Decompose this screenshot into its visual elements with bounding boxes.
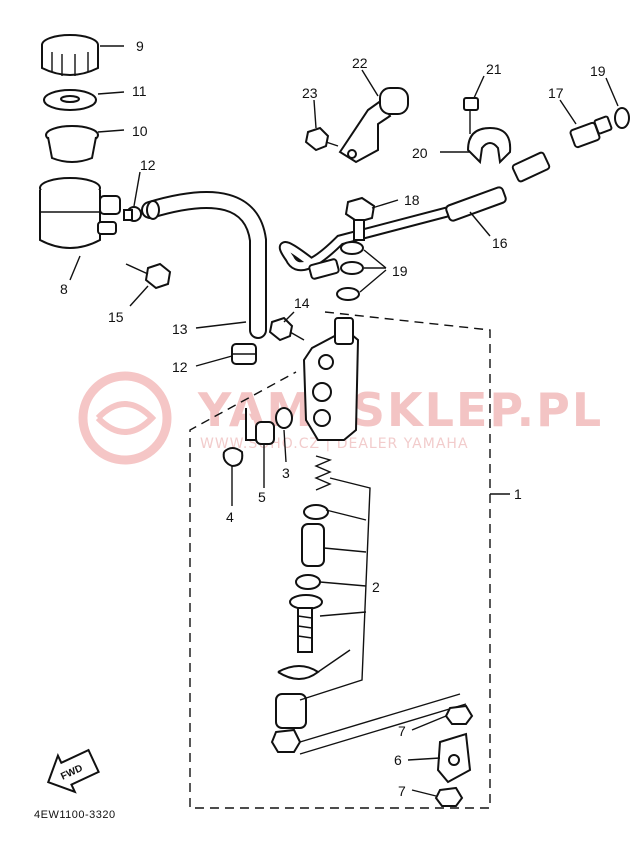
- master-cylinder-1: [302, 317, 360, 441]
- fwd-arrow-icon: FWD: [46, 748, 100, 794]
- callout-3: 3: [282, 465, 290, 481]
- callout-7-top: 7: [398, 723, 406, 739]
- plate-10: [45, 125, 99, 163]
- callout-23: 23: [302, 85, 318, 101]
- assembly-outline: [189, 311, 491, 809]
- nut-7-top: [444, 704, 474, 725]
- callout-22: 22: [352, 55, 368, 71]
- callout-7-bottom: 7: [398, 783, 406, 799]
- callout-19-mid: 19: [392, 263, 408, 279]
- callout-18: 18: [404, 192, 420, 208]
- bolt-21: [463, 97, 479, 134]
- washer-leader: [359, 249, 387, 293]
- clamp-20: [466, 126, 512, 165]
- hose-sleeve: [445, 186, 507, 222]
- circlip-lower: [277, 665, 320, 680]
- clip-12-lower: [231, 343, 257, 365]
- hose-13: [141, 191, 267, 339]
- internal-leader-lines: [299, 477, 467, 755]
- callout-1: 1: [514, 486, 522, 502]
- callout-2: 2: [372, 579, 380, 595]
- bracket-22: [338, 87, 409, 164]
- diagram-code: 4EW1100-3320: [34, 809, 116, 821]
- hose-13-inner: [143, 193, 265, 337]
- hose-end-left: [308, 258, 340, 280]
- callout-12-top: 12: [140, 157, 156, 173]
- hose-end-right: [511, 151, 551, 183]
- bolt-23: [304, 126, 339, 152]
- callout-13: 13: [172, 321, 188, 337]
- brake-hose-16-inner: [280, 202, 474, 274]
- o-ring-3: [275, 407, 293, 429]
- cup-upper: [303, 504, 329, 520]
- callout-15: 15: [108, 309, 124, 325]
- callout-12-lower: 12: [172, 359, 188, 375]
- callout-19-right: 19: [590, 63, 606, 79]
- union-bolt-17: [569, 115, 613, 149]
- callout-17: 17: [548, 85, 564, 101]
- circlip-4: [222, 447, 244, 468]
- nut-7-bottom: [434, 786, 464, 807]
- callout-16: 16: [492, 235, 508, 251]
- washer-19-right: [614, 107, 630, 129]
- piston: [301, 523, 325, 567]
- cup-2: [295, 574, 321, 590]
- callout-14: 14: [294, 295, 310, 311]
- callout-4: 4: [226, 509, 234, 525]
- bolt-15: [125, 262, 172, 290]
- banjo-bolt-18: [344, 196, 376, 241]
- washer-19-b: [340, 261, 364, 275]
- callout-5: 5: [258, 489, 266, 505]
- hose-joint-5: [245, 408, 275, 445]
- callout-8: 8: [60, 281, 68, 297]
- nut-lower: [270, 728, 302, 753]
- spring: [314, 455, 333, 491]
- callout-9: 9: [136, 38, 144, 54]
- diaphragm-11: [43, 89, 97, 111]
- callout-11: 11: [132, 83, 147, 99]
- push-rod: [289, 594, 323, 653]
- reservoir-cap-9: [41, 34, 99, 76]
- reservoir-body-8: [39, 177, 121, 249]
- washer-19-c: [336, 287, 360, 301]
- clevis-6: [436, 732, 472, 784]
- washer-19-a: [340, 241, 364, 255]
- callout-lines: [69, 45, 619, 797]
- bolt-14: [268, 316, 305, 342]
- callout-20: 20: [412, 145, 428, 161]
- callouts: 9 11 10 12 8 15 13 12 14 22 23 21 19 17 …: [60, 38, 606, 799]
- clip-12-top: [123, 206, 142, 222]
- boot: [275, 693, 307, 729]
- callout-21: 21: [486, 61, 502, 77]
- callout-10: 10: [132, 123, 148, 139]
- callout-6: 6: [394, 752, 402, 768]
